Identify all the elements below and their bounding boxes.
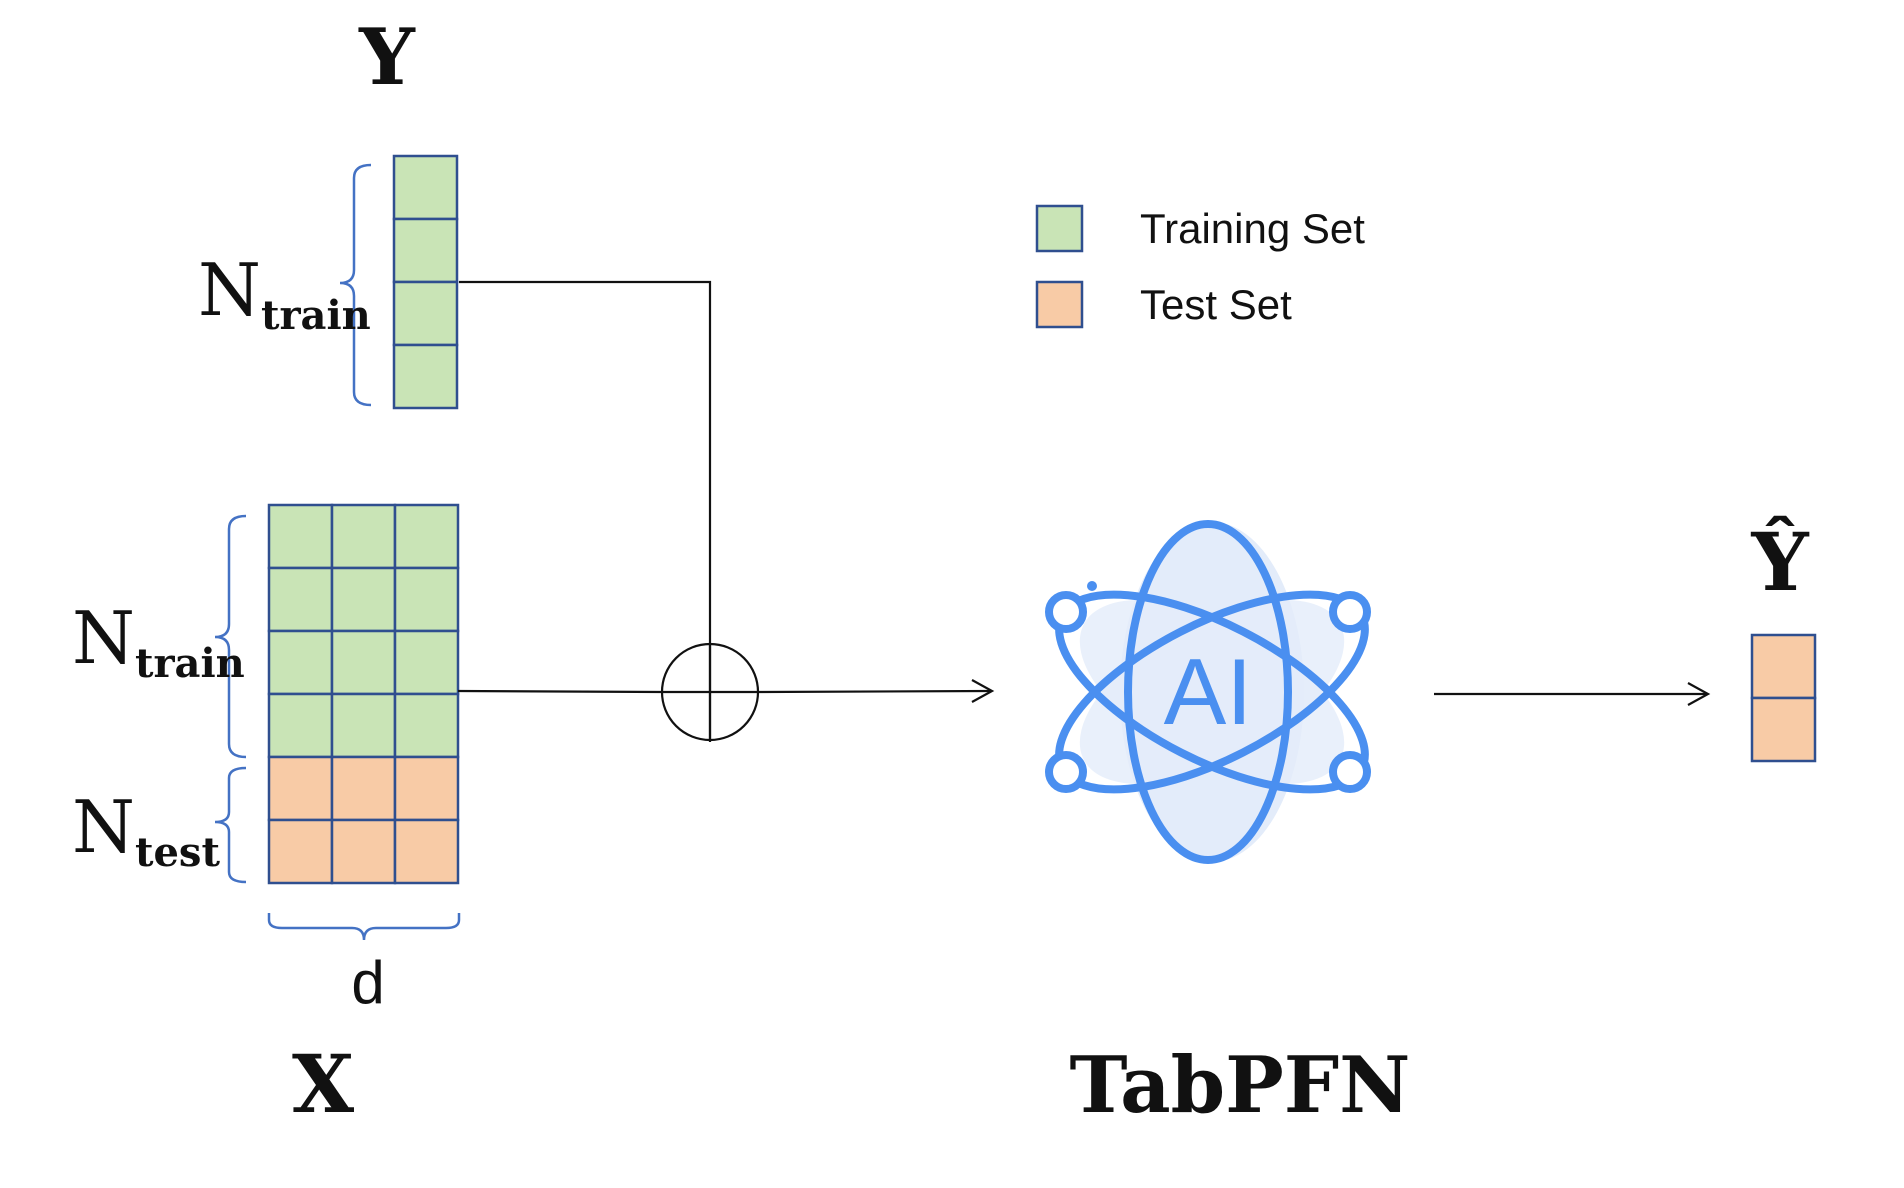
- legend-training-label: Training Set: [1140, 205, 1365, 252]
- combine-to-model-arrowhead: [971, 679, 995, 703]
- x-test-cell: [393, 755, 460, 822]
- circle-plus-icon: [660, 642, 760, 742]
- y-hat-cell: [1750, 696, 1817, 763]
- x-train-cell: [393, 629, 460, 696]
- legend-test-label: Test Set: [1140, 281, 1292, 328]
- y-train-cell: [392, 217, 459, 284]
- x-train-cell: [330, 692, 397, 759]
- x-train-cell: [267, 566, 334, 633]
- x-d-brace: [267, 913, 461, 941]
- y-train-column: [392, 154, 459, 410]
- x-test-n-main: N: [72, 785, 135, 869]
- legend: Training Set Test Set: [1035, 204, 1365, 329]
- ai-icon-label: AI: [1164, 639, 1253, 744]
- ai-atom-icon: AI: [1045, 520, 1371, 864]
- legend-test-swatch: [1035, 280, 1084, 329]
- y-label: Y: [358, 12, 416, 103]
- y-train-brace: [339, 163, 372, 407]
- x-train-brace: [214, 514, 247, 759]
- model-to-output-arrowhead: [1687, 682, 1711, 706]
- x-connector-line: [457, 689, 663, 694]
- x-test-block: [267, 755, 460, 885]
- x-train-n-label: Ntrain: [72, 596, 245, 687]
- x-test-n-label: Ntest: [72, 785, 220, 876]
- y-hat-label: Ŷ: [1750, 515, 1809, 609]
- combine-to-model-arrow: [757, 689, 991, 694]
- x-test-cell: [267, 818, 334, 885]
- x-test-cell: [393, 818, 460, 885]
- x-test-cell: [330, 755, 397, 822]
- x-train-cell: [267, 503, 334, 570]
- y-connector-line: [459, 280, 712, 742]
- x-train-cell: [330, 629, 397, 696]
- legend-training-swatch: [1035, 204, 1084, 253]
- x-train-cell: [393, 503, 460, 570]
- y-train-n-sub: train: [261, 292, 371, 339]
- x-train-cell: [267, 629, 334, 696]
- y-train-n-label: Ntrain: [198, 248, 371, 339]
- x-train-n-main: N: [72, 596, 135, 680]
- y-train-n-main: N: [198, 248, 261, 332]
- x-train-n-sub: train: [135, 640, 245, 687]
- y-train-cell: [392, 280, 459, 347]
- model-label: TabPFN: [1070, 1040, 1411, 1131]
- x-test-cell: [330, 818, 397, 885]
- x-train-cell: [267, 692, 334, 759]
- y-train-cell: [392, 154, 459, 221]
- d-label: d: [351, 949, 384, 1016]
- x-train-cell: [393, 566, 460, 633]
- x-test-cell: [267, 755, 334, 822]
- x-train-cell: [393, 692, 460, 759]
- x-test-n-sub: test: [135, 829, 220, 876]
- x-train-cell: [330, 503, 397, 570]
- x-label: X: [292, 1037, 354, 1131]
- x-test-brace: [214, 766, 247, 884]
- x-train-cell: [330, 566, 397, 633]
- x-train-block: [267, 503, 460, 759]
- y-train-cell: [392, 343, 459, 410]
- y-hat-column: [1750, 633, 1817, 763]
- y-hat-cell: [1750, 633, 1817, 700]
